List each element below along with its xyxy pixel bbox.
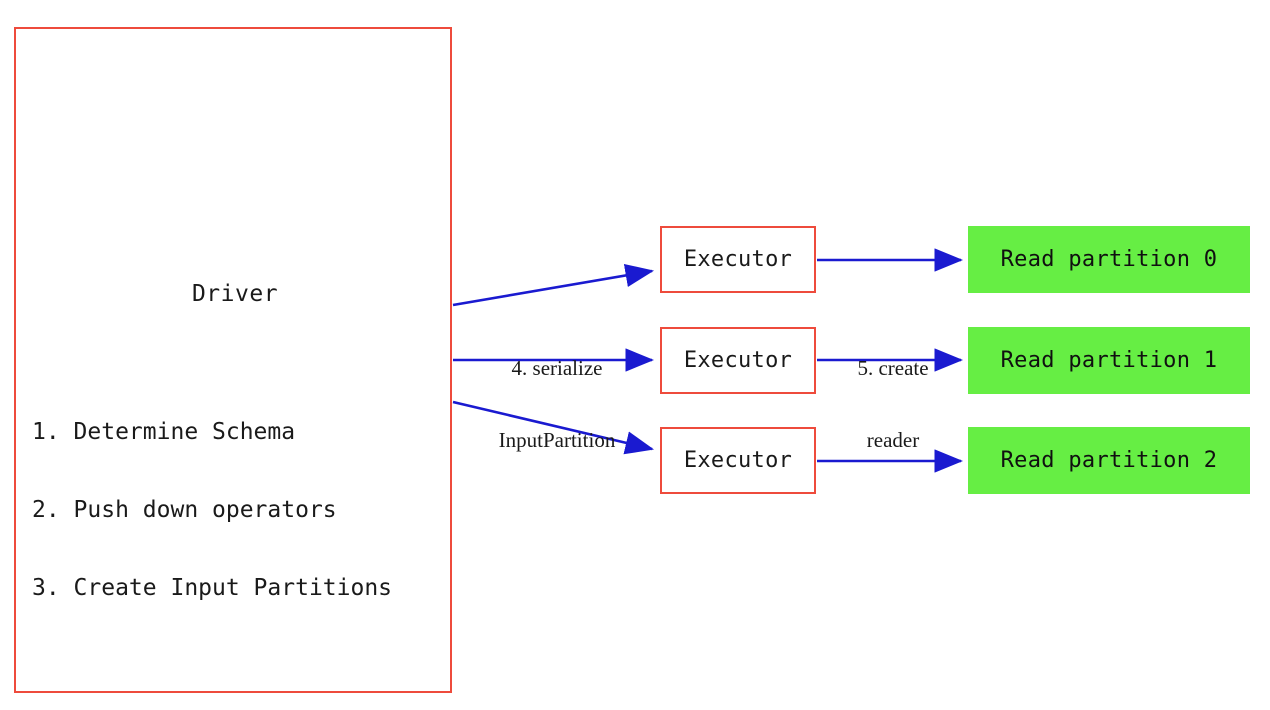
edge-label-serialize-line2: InputPartition [498,428,616,452]
read-partition-label-1: Read partition 1 [1000,348,1218,373]
edge-label-create-reader-line2: reader [866,428,920,452]
executor-box-0: Executor [660,226,816,293]
executor-box-2: Executor [660,427,816,494]
executor-label-0: Executor [683,247,793,272]
edge-label-create-reader-line1: 5. create [857,356,929,380]
driver-step-3: 3. Create Input Partitions [32,575,393,601]
driver-title: Driver [191,281,279,307]
executor-label-2: Executor [683,448,793,473]
read-partition-label-2: Read partition 2 [1000,448,1218,473]
arrow-driver-to-executor-2 [452,400,655,455]
edge-label-create-reader: 5. create reader [828,308,958,500]
driver-step-2: 2. Push down operators [32,497,337,523]
driver-box: Driver 1. Determine Schema 2. Push down … [14,27,452,693]
read-partition-box-2: Read partition 2 [968,427,1250,494]
driver-step-1: 1. Determine Schema [32,419,296,445]
arrow-driver-to-executor-0 [452,263,655,307]
executor-label-1: Executor [683,348,793,373]
read-partition-label-0: Read partition 0 [1000,247,1218,272]
driver-steps-list: 1. Determine Schema 2. Push down operato… [32,367,452,653]
executor-box-1: Executor [660,327,816,394]
read-partition-box-0: Read partition 0 [968,226,1250,293]
edge-label-serialize-line1: 4. serialize [511,356,603,380]
edge-label-serialize-inputpartition: 4. serialize InputPartition [462,308,652,500]
read-partition-box-1: Read partition 1 [968,327,1250,394]
